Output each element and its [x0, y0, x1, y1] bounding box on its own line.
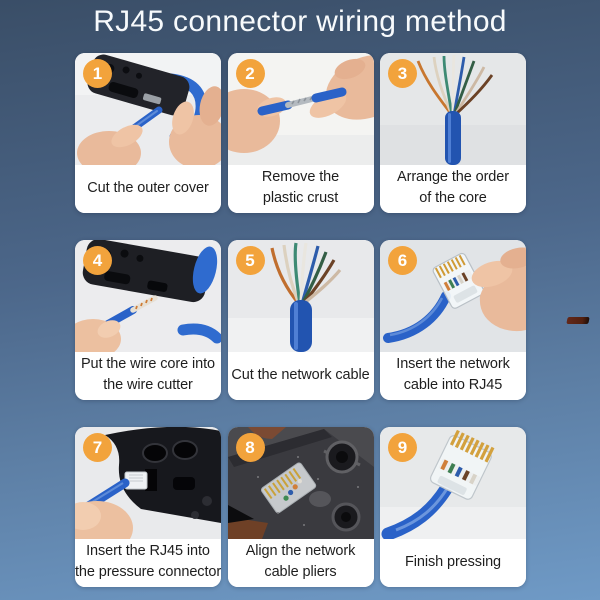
step-caption: Put the wire core into the wire cutter	[75, 352, 221, 400]
caption-line: Cut the network cable	[231, 366, 370, 383]
step-card: 1 Cut the outer cover	[75, 53, 221, 213]
step-caption: Remove the plastic crust	[227, 165, 374, 213]
caption-line: Insert the network	[396, 356, 510, 372]
step-card: 3 Arrange the order of the core	[380, 53, 526, 213]
steps-grid: 1 Cut the outer cover 2	[75, 53, 526, 587]
step-card: 7 Insert the RJ45 into the pressure conne…	[75, 427, 221, 587]
fanned-wires-photo-illustration	[380, 53, 526, 165]
caption-line: Put the wire core into	[80, 356, 215, 372]
step-photo	[75, 53, 221, 165]
step-photo	[380, 240, 526, 352]
step-photo	[227, 53, 374, 165]
caption-line: plastic crust	[262, 190, 339, 206]
step-number-badge: 1	[83, 59, 112, 88]
step-number-badge: 8	[235, 433, 265, 462]
step-caption: Insert the RJ45 into the pressure connect…	[75, 539, 221, 587]
step-card: 6 Insert the network cable into RJ45	[380, 240, 526, 400]
step-caption: Insert the network cable into RJ45	[380, 352, 526, 400]
step-card: 2 Remove the plastic crust	[227, 53, 374, 213]
caption-line: Remove the	[261, 169, 340, 185]
insert-into-rj45-photo-illustration	[380, 240, 526, 352]
caption-line: Insert the RJ45 into	[86, 543, 210, 559]
step-number-badge: 5	[235, 246, 265, 275]
caption-line: Finish pressing	[404, 553, 501, 570]
step-card: 8 Align the network cable pliers	[227, 427, 374, 587]
step-caption: Align the network cable pliers	[227, 539, 374, 587]
step-caption: Finish pressing	[380, 539, 526, 587]
caption-line: cable pliers	[264, 564, 337, 580]
page-title: RJ45 connector wiring method	[93, 5, 507, 38]
caption-line: Cut the outer cover	[87, 179, 209, 196]
step-number-badge: 6	[388, 246, 417, 275]
step-caption: Cut the network cable	[227, 352, 374, 400]
crimper-cutting-photo-illustration	[75, 53, 221, 165]
step-card: 9 Finish pressing	[380, 427, 526, 587]
caption-line: the wire cutter	[103, 377, 193, 393]
step-photo	[380, 53, 526, 165]
step-number-badge: 2	[235, 59, 265, 88]
step-caption: Cut the outer cover	[75, 165, 221, 213]
step-caption: Arrange the order of the core	[380, 165, 526, 213]
step-card: 4 Put the wire core into the wire cutter	[75, 240, 221, 400]
caption-line: Align the network	[245, 543, 356, 559]
step-number-badge: 9	[388, 433, 417, 462]
caption-line: the pressure connector	[75, 564, 221, 580]
caption-line: Arrange the order	[397, 169, 509, 185]
step-number-badge: 7	[83, 433, 112, 462]
caption-line: cable into RJ45	[403, 377, 503, 393]
background-artifact	[566, 317, 590, 324]
hands-stripping-photo-illustration	[227, 53, 374, 165]
caption-line: of the core	[419, 190, 487, 206]
step-number-badge: 3	[388, 59, 417, 88]
step-card: 5 Cut the network cable	[227, 240, 374, 400]
step-number-badge: 4	[83, 246, 112, 275]
